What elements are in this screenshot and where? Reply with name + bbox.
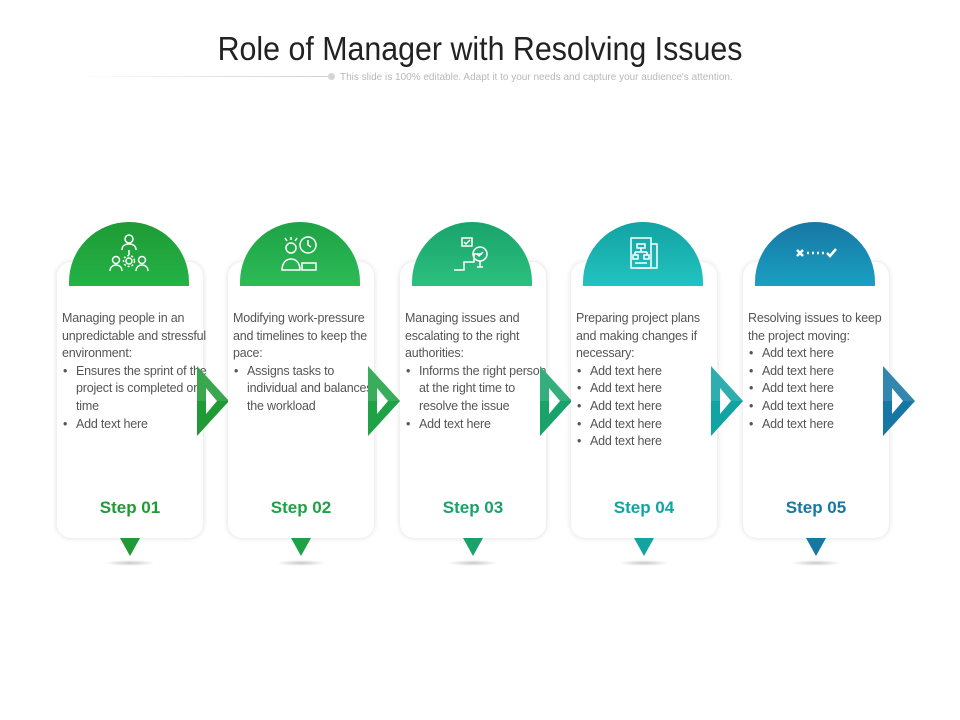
pointer-shadow [791, 560, 841, 566]
step-description: Preparing project plans and making chang… [576, 310, 721, 451]
step-header-cap [240, 222, 360, 286]
step-pointer [634, 538, 654, 556]
step-intro-text: Modifying work-pressure and timelines to… [233, 311, 367, 361]
pointer-shadow [619, 560, 669, 566]
step-card-3: Managing issues and escalating to the ri… [400, 222, 548, 572]
subtitle-divider [70, 76, 330, 77]
step-pointer [463, 538, 483, 556]
bullet-item: Add text here [576, 380, 721, 398]
bullet-item: Add text here [748, 380, 893, 398]
bullet-item: Add text here [748, 416, 893, 434]
step-label: Step 04 [613, 498, 675, 517]
step-label: Step 01 [99, 498, 161, 517]
bullet-item: Add text here [748, 398, 893, 416]
bullet-item: Informs the right person at the right ti… [405, 363, 550, 416]
bullet-item: Add text here [576, 398, 721, 416]
step-label: Step 03 [442, 498, 504, 517]
step-description: Modifying work-pressure and timelines to… [233, 310, 378, 416]
bullet-item: Add text here [62, 416, 207, 434]
step-label: Step 05 [785, 498, 847, 517]
pointer-shadow [276, 560, 326, 566]
step-intro-text: Managing issues and escalating to the ri… [405, 311, 520, 361]
step-pointer [806, 538, 826, 556]
step-header-cap [755, 222, 875, 286]
step-card-2: Modifying work-pressure and timelines to… [228, 222, 376, 572]
chevron-right-icon [195, 364, 231, 443]
bullet-item: Add text here [748, 345, 893, 363]
step-intro-text: Resolving issues to keep the project mov… [748, 311, 882, 343]
step-label: Step 02 [270, 498, 332, 517]
bullet-item: Assigns tasks to individual and balances… [233, 363, 378, 416]
bullet-item: Add text here [405, 416, 550, 434]
bullet-item: Add text here [576, 416, 721, 434]
step-pointer [291, 538, 311, 556]
bullet-item: Add text here [576, 433, 721, 451]
step-card-5: Resolving issues to keep the project mov… [743, 222, 891, 572]
step-description: Managing people in an unpredictable and … [62, 310, 207, 433]
bullet-list: Add text hereAdd text hereAdd text hereA… [748, 345, 893, 433]
chevron-right-icon [709, 364, 745, 443]
pointer-shadow [105, 560, 155, 566]
bullet-list: Ensures the sprint of the project is com… [62, 363, 207, 433]
step-pointer [120, 538, 140, 556]
page-title: Role of Manager with Resolving Issues [217, 30, 743, 67]
chevron-right-icon [366, 364, 402, 443]
bullet-list: Add text hereAdd text hereAdd text hereA… [576, 363, 721, 451]
step-card-4: Preparing project plans and making chang… [571, 222, 719, 572]
chevron-right-icon [881, 364, 917, 443]
subtitle-dot [328, 73, 335, 80]
step-header-cap [69, 222, 189, 286]
subtitle: This slide is 100% editable. Adapt it to… [340, 72, 733, 83]
step-header-cap [583, 222, 703, 286]
pointer-shadow [448, 560, 498, 566]
step-card-1: Managing people in an unpredictable and … [57, 222, 207, 572]
chevron-right-icon [538, 364, 574, 443]
step-description: Managing issues and escalating to the ri… [405, 310, 550, 433]
bullet-item: Add text here [748, 363, 893, 381]
bullet-list: Informs the right person at the right ti… [405, 363, 550, 433]
bullet-list: Assigns tasks to individual and balances… [233, 363, 378, 416]
step-intro-text: Managing people in an unpredictable and … [62, 311, 206, 361]
bullet-item: Add text here [576, 363, 721, 381]
step-description: Resolving issues to keep the project mov… [748, 310, 893, 433]
step-intro-text: Preparing project plans and making chang… [576, 311, 700, 361]
step-header-cap [412, 222, 532, 286]
bullet-item: Ensures the sprint of the project is com… [62, 363, 207, 416]
